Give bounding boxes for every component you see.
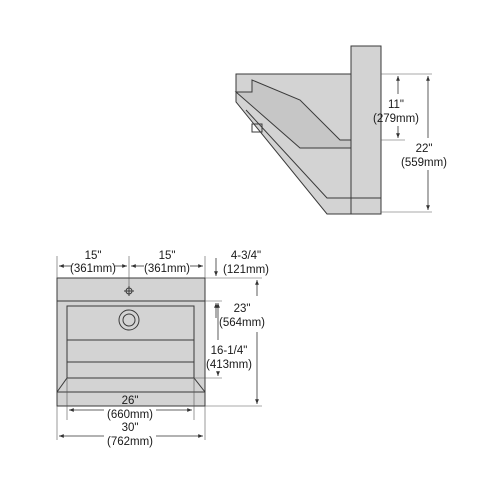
top-drain-inner — [122, 313, 136, 327]
side-bowl-interior — [234, 79, 352, 149]
side-dim-upper-metric: (279mm) — [373, 113, 419, 125]
top-drain-outer — [118, 309, 140, 331]
top-dim-bowl-depth-imperial: 16-1/4" — [211, 345, 248, 357]
top-dim-bowl-width-imperial: 26" — [122, 395, 139, 407]
side-drain-fitting — [251, 123, 263, 133]
top-dim-left-metric: (361mm) — [70, 263, 116, 275]
top-dim-left-imperial: 15" — [85, 250, 102, 262]
top-dim-total-width-imperial: 30" — [122, 422, 139, 434]
top-dim-depth-metric: (564mm) — [219, 317, 265, 329]
side-drip-edge — [245, 109, 381, 199]
top-dim-depth-imperial: 23" — [234, 303, 251, 315]
top-dim-bowl-width-metric: (660mm) — [107, 409, 153, 421]
side-dim-total-metric: (559mm) — [401, 157, 447, 169]
top-dim-bowl-depth-metric: (413mm) — [206, 359, 252, 371]
top-dim-total-width-metric: (762mm) — [107, 436, 153, 448]
top-dim-splash-metric: (121mm) — [223, 264, 269, 276]
side-backsplash — [350, 45, 382, 215]
top-dim-right-metric: (361mm) — [144, 263, 190, 275]
top-front-apron — [56, 377, 206, 393]
top-dim-right-imperial: 15" — [159, 250, 176, 262]
side-dim-total-imperial: 22" — [416, 143, 433, 155]
top-view: 15" (361mm) 15" (361mm) 4-3/4" (121mm) 2… — [56, 250, 269, 448]
side-dim-upper-imperial: 11" — [388, 99, 404, 111]
top-front-strip — [56, 391, 206, 407]
top-dim-splash-imperial: 4-3/4" — [231, 250, 261, 262]
top-outer-deck — [56, 277, 206, 407]
side-view: 11" (279mm) 22" (559mm) — [234, 45, 447, 215]
